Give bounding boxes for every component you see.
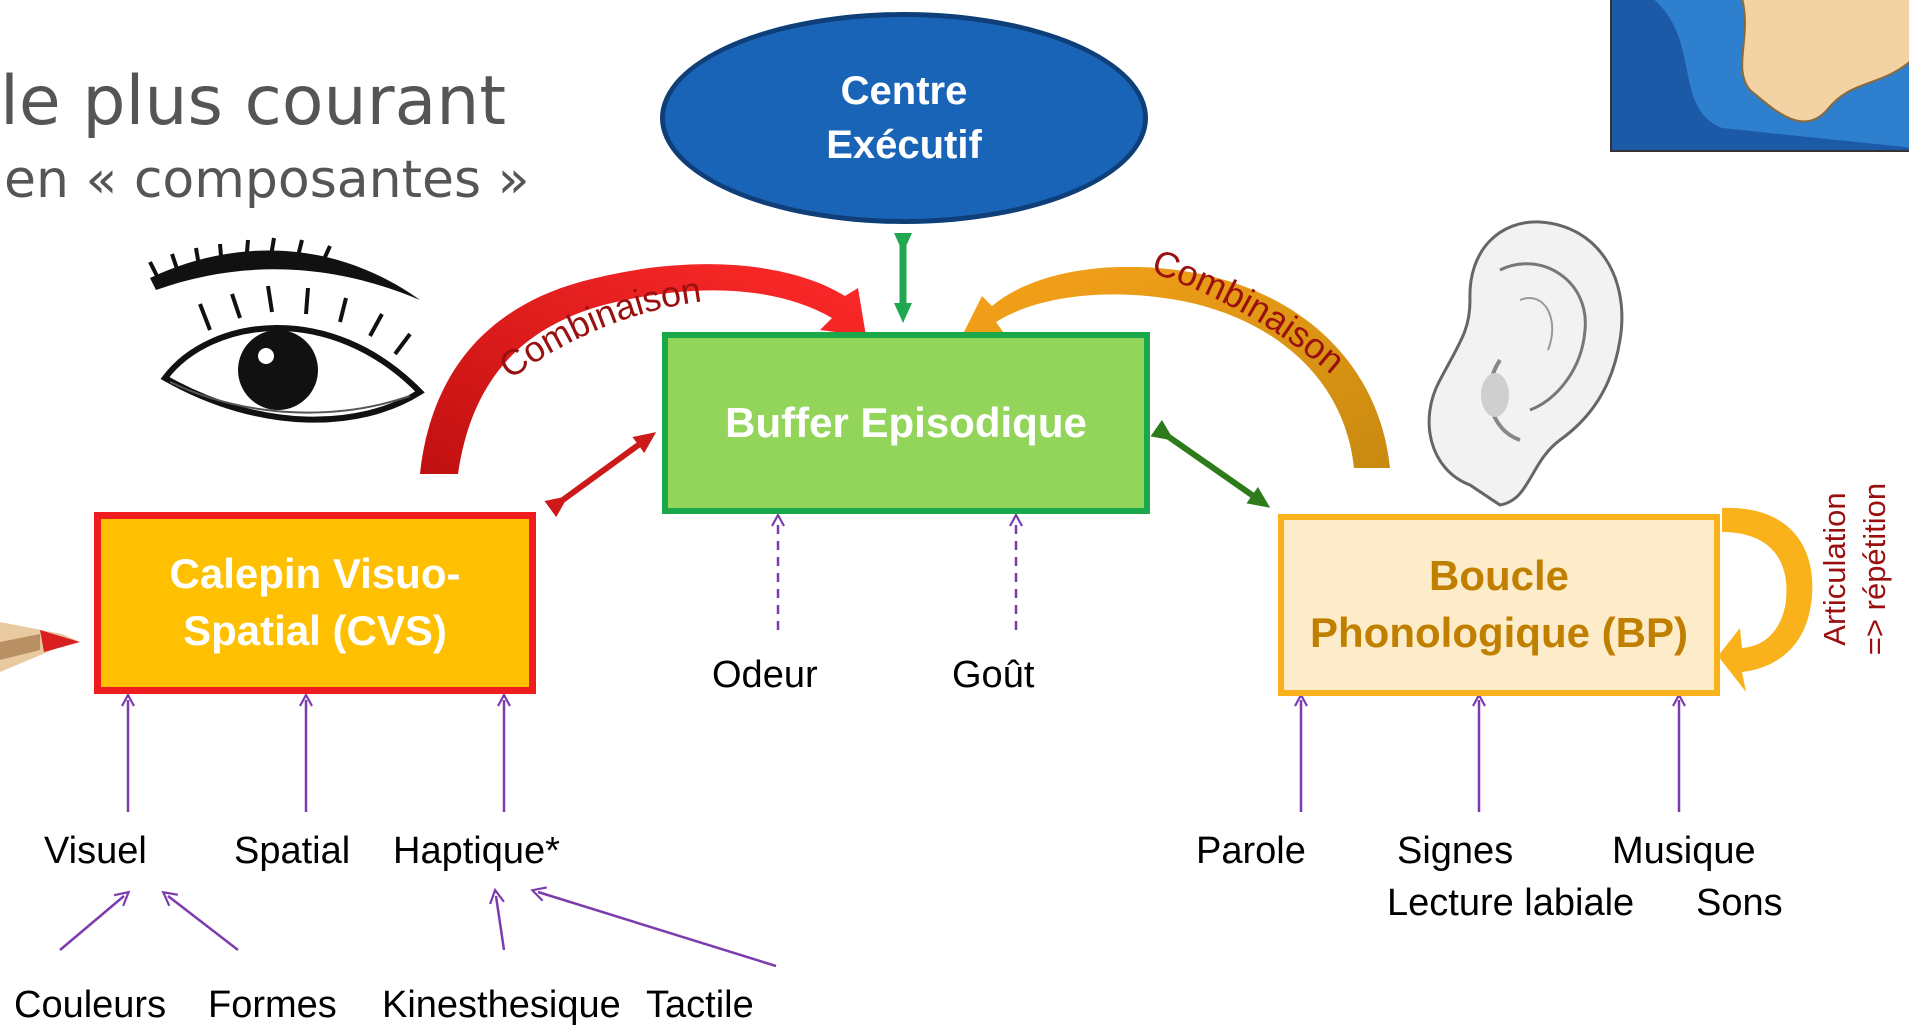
cvs-buffer-arrow (544, 432, 657, 518)
tactile-label: Tactile (646, 984, 754, 1026)
haptique-label: Haptique* (393, 830, 560, 872)
rehearsal-line-2: => répétition (1857, 482, 1892, 656)
combinaison-right-arrow (960, 266, 1390, 468)
formes-label: Formes (208, 984, 337, 1026)
centre-executif-label: Centre Exécutif (826, 69, 982, 167)
couleurs-label: Couleurs (14, 984, 167, 1026)
bp-label: Boucle Phonologique (BP) (1310, 552, 1688, 656)
pencil-icon (0, 622, 80, 672)
slide-subtitle: en « composantes » (4, 150, 530, 210)
rehearsal-label: Articulation => répétition (1815, 462, 1895, 676)
rehearsal-loop-arrow (1718, 507, 1813, 692)
buffer-bp-arrow (1150, 419, 1271, 508)
kinesthesique-arrow (496, 896, 506, 951)
buffer-episodique-label: Buffer Episodique (725, 398, 1087, 446)
combinaison-left-arrow (420, 264, 866, 474)
kinesthesique-label: Kinesthesique (382, 984, 621, 1026)
tactile-arrow (538, 892, 777, 968)
eye-icon (148, 237, 425, 423)
cvs-label: Calepin Visuo-Spatial (CVS) (169, 550, 461, 654)
cvs-node: Calepin Visuo-Spatial (CVS) (94, 512, 536, 694)
musique-label: Musique (1612, 830, 1756, 872)
formes-arrow (168, 896, 239, 951)
sons-label: Sons (1696, 882, 1783, 924)
slide-title: le plus courant (0, 62, 507, 141)
bp-node: Boucle Phonologique (BP) (1278, 514, 1720, 696)
gout-label: Goût (952, 654, 1035, 696)
centre-executif-node: Centre Exécutif (660, 12, 1148, 224)
lecture-labiale-label: Lecture labiale (1387, 882, 1635, 924)
signes-label: Signes (1397, 830, 1514, 872)
parole-label: Parole (1196, 830, 1306, 872)
visuel-label: Visuel (44, 830, 147, 872)
odeur-label: Odeur (712, 654, 818, 696)
combinaison-right-label: Combinaison (1147, 241, 1353, 381)
spatial-label: Spatial (234, 830, 351, 872)
rehearsal-line-1: Articulation (1817, 492, 1852, 646)
ear-icon (1427, 220, 1624, 507)
corner-thumbnail-image (1610, 0, 1909, 152)
couleurs-arrow (59, 896, 124, 951)
buffer-episodique-node: Buffer Episodique (662, 332, 1150, 514)
